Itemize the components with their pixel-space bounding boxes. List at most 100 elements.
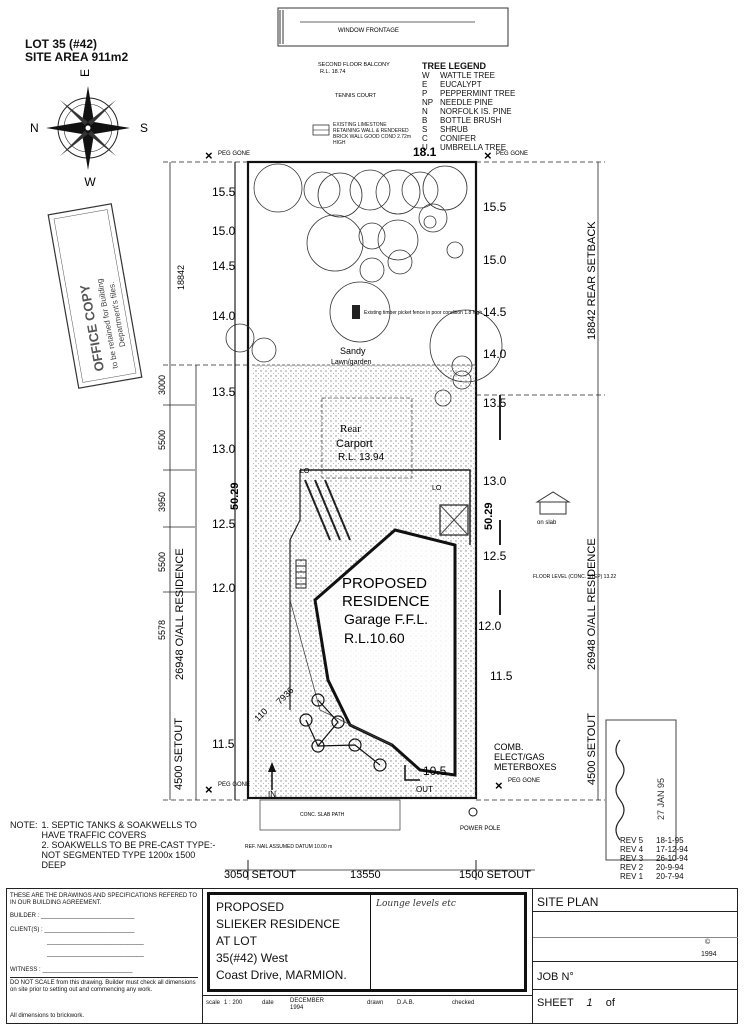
- contour-left: 13.0: [212, 442, 236, 456]
- setout-left: 3050 SETOUT: [224, 869, 296, 881]
- left-dimensions: [163, 161, 248, 801]
- approval-date: 27 JAN 95: [656, 778, 666, 820]
- drawn-value: D.A.B.: [397, 1000, 415, 1006]
- setout-middle: 13550: [350, 869, 381, 881]
- project-line: AT LOT: [216, 934, 257, 948]
- project-text: PROPOSED SLIEKER RESIDENCE AT LOT 35(#42…: [216, 899, 347, 984]
- garage-rl: R.L.10.60: [344, 630, 405, 646]
- witness-label: WITNESS : ___________________________: [10, 967, 133, 973]
- dim-3950: 3950: [157, 492, 167, 512]
- project-line: Coast Drive, MARMION.: [216, 968, 347, 982]
- window-frontage: WINDOW FRONTAGE: [277, 7, 509, 47]
- site-plan-drawing: WINDOW FRONTAGE SECOND FLOOR BALCONY R.L…: [30, 7, 677, 881]
- contour-right: 14.0: [483, 347, 507, 361]
- site-area: SITE AREA 911m2: [25, 50, 129, 64]
- contour-right: 14.5: [483, 305, 507, 319]
- contour-left: 15.5: [212, 185, 236, 199]
- depth-left: 50.29: [229, 482, 241, 510]
- sheet-row: SHEET 1 of: [537, 997, 615, 1009]
- elect-gas-label: ELECT/GAS: [494, 752, 545, 762]
- carport-rear: Rear: [340, 423, 361, 435]
- sheet-of: of: [605, 997, 615, 1009]
- contour-left: 12.5: [212, 517, 236, 531]
- contour-left: 14.0: [212, 309, 236, 323]
- dim-3000: 3000: [157, 375, 167, 395]
- conc-path-label: CONC. SLAB PATH: [300, 812, 345, 818]
- contour-right: 12.5: [483, 549, 507, 563]
- checked-label: checked: [452, 1000, 475, 1006]
- tennis-court-label: TENNIS COURT: [335, 93, 377, 99]
- svg-text:×: ×: [205, 782, 213, 797]
- out-label: OUT: [416, 785, 433, 794]
- dim-5500: 5500: [157, 430, 167, 450]
- left-dimension-texts: 18842 3000 5500 3950 5500 5578 26948 O/A…: [157, 265, 186, 790]
- sandy-label: Sandy: [340, 346, 366, 356]
- peg-markers: × PEG GONE × PEG GONE × PEG GONE × PEG G…: [205, 148, 540, 797]
- peg-gone-label: PEG GONE: [218, 782, 250, 788]
- contour-left: 13.5: [212, 385, 236, 399]
- contours-left: 15.5 15.0 14.5 14.0 13.5 13.0 12.5 12.0 …: [212, 185, 236, 751]
- carport-label: Carport: [336, 438, 373, 450]
- fence-note: Existing timber picket fence in poor con…: [364, 310, 482, 316]
- compass-west-label: W: [84, 175, 96, 189]
- dim-5500-b: 5500: [157, 552, 167, 572]
- peg-gone-label: PEG GONE: [218, 151, 250, 157]
- septic-soakwells: [299, 693, 387, 772]
- copyright-year: 1994: [701, 951, 717, 958]
- lo-label-1: LO: [300, 468, 310, 475]
- compass-south-label: S: [140, 121, 148, 135]
- window-frontage-label: WINDOW FRONTAGE: [338, 28, 399, 34]
- project-line: SLIEKER RESIDENCE: [216, 917, 341, 931]
- right-dimensions: [476, 161, 605, 801]
- contour-left: 14.5: [212, 259, 236, 273]
- carport-rl: R.L. 13.94: [338, 452, 385, 463]
- setout-right: 1500 SETOUT: [459, 869, 531, 881]
- right-residence-dim: 26948 O/ALL RESIDENCE: [586, 538, 598, 670]
- contour-right: 12.0: [478, 619, 502, 633]
- disclaimer: DO NOT SCALE from this drawing. Builder …: [10, 977, 198, 994]
- sheet-number: 1: [586, 997, 593, 1009]
- notes: NOTE: 1. SEPTIC TANKS & SOAKWELLS TO HAV…: [10, 820, 222, 870]
- contour-left: 12.0: [212, 581, 236, 595]
- date-label: date: [262, 1000, 274, 1006]
- approval-stamp: 27 JAN 95: [605, 719, 677, 861]
- left-residence-dim: 26948 O/ALL RESIDENCE: [174, 548, 186, 680]
- rear-setback: 18842 REAR SETBACK: [586, 221, 598, 340]
- compass-icon: [46, 86, 130, 170]
- drawn-label: drawn: [367, 1000, 384, 1006]
- date-value: DECEMBER 1994: [290, 998, 325, 1011]
- project-line: 35(#42) West: [216, 951, 288, 965]
- builder-label: BUILDER : ____________________________: [10, 913, 135, 919]
- carport-outline: [321, 397, 413, 479]
- tree-legend-title: TREE LEGEND: [422, 61, 487, 71]
- copyright: ©: [705, 939, 711, 946]
- contour-right: 15.0: [483, 253, 507, 267]
- sheet-label: SHEET: [537, 997, 574, 1009]
- limestone-wall-note: EXISTING LIMESTONE RETAINING WALL & REND…: [333, 122, 411, 146]
- scale-value: 1 : 200: [224, 1000, 243, 1006]
- project-line: PROPOSED: [216, 900, 285, 914]
- svg-text:×: ×: [495, 778, 503, 793]
- svg-text:×: ×: [205, 148, 213, 163]
- site-plan-title: SITE PLAN: [537, 895, 599, 909]
- contours-right: 15.5 15.0 14.5 14.0 13.5 13.0 12.5 12.0 …: [423, 200, 513, 778]
- peg-gone-label: PEG GONE: [496, 151, 528, 157]
- in-label: IN: [268, 790, 276, 799]
- job-no: JOB N°: [537, 971, 574, 983]
- lo-label-2: LO: [432, 485, 442, 492]
- contour-left: 15.0: [212, 224, 236, 238]
- bottom-info-row: scale 1 : 200 date DECEMBER 1994 drawn D…: [202, 995, 532, 1024]
- garage-label: Garage F.F.L.: [344, 611, 428, 627]
